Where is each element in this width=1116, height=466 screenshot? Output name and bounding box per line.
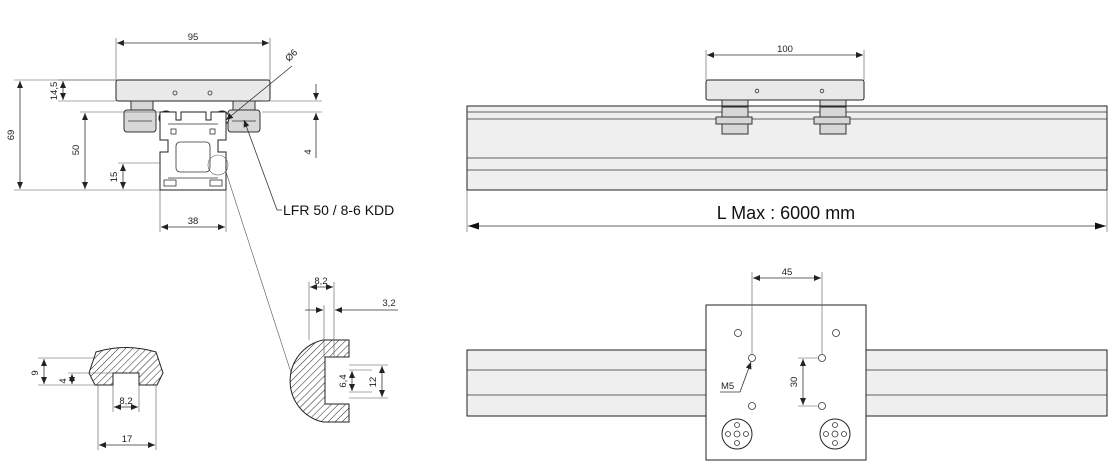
dim-rail-slot: 4 xyxy=(58,378,69,383)
dim-roller-height: 12 xyxy=(368,377,379,388)
dim-low: 15 xyxy=(109,172,120,183)
dim-offset-right: 4 xyxy=(303,149,314,154)
top-view: 45 30 M5 xyxy=(466,267,1108,461)
carriage-plate xyxy=(115,79,271,102)
dim-plate-width: 95 xyxy=(188,32,199,43)
dim-roller-lip: 3,2 xyxy=(382,298,395,309)
dim-hole-diameter: Ø6 xyxy=(283,47,300,64)
side-rail xyxy=(466,105,1108,191)
rail-detail: 9 4 8,2 17 xyxy=(30,347,164,450)
top-roller-left xyxy=(721,418,753,450)
rail-section xyxy=(88,347,164,386)
top-roller-right xyxy=(819,418,851,450)
dim-rail-neck: 8,2 xyxy=(119,396,132,407)
dim-base-width: 38 xyxy=(188,216,199,227)
length-max-label: L Max : 6000 mm xyxy=(717,203,855,223)
dim-side-plate-length: 100 xyxy=(777,44,793,55)
dim-roller-inner: 8,2 xyxy=(314,276,327,287)
roller-detail: 8,2 3,2 6,4 12 xyxy=(289,276,398,423)
thread-label: M5 xyxy=(721,381,734,392)
callout-roller-type: LFR 50 / 8-6 KDD xyxy=(283,202,394,218)
dim-profile-height: 50 xyxy=(71,145,82,156)
dim-roller-groove: 6,4 xyxy=(338,374,349,387)
side-view: 100 L Max : 6000 mm xyxy=(466,44,1108,232)
dim-rail-width: 17 xyxy=(122,434,133,445)
dim-hole-spacing-y: 30 xyxy=(789,377,800,388)
thread-hole-m5 xyxy=(748,354,756,362)
section-view: 95 Ø6 14,5 69 50 15 4 38 xyxy=(6,32,394,389)
roller-section xyxy=(289,339,350,423)
dim-rail-height: 9 xyxy=(30,370,41,375)
dim-plate-thickness: 14,5 xyxy=(49,82,60,101)
dim-hole-spacing-x: 45 xyxy=(782,267,793,278)
dim-total-height: 69 xyxy=(6,130,17,141)
side-carriage-plate xyxy=(705,79,865,101)
